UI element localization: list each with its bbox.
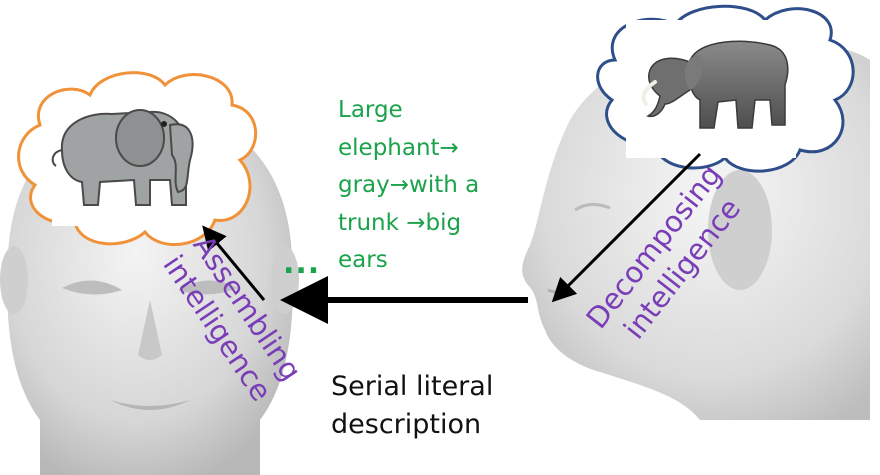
attribute-line: elephant→: [338, 134, 459, 161]
assembling-arrow: [202, 225, 266, 301]
attribute-line: gray→with a: [338, 172, 480, 198]
real-elephant-icon: [641, 40, 789, 129]
decomposing-arrow: [551, 152, 702, 303]
serial-description-caption: Serial literal description: [331, 368, 493, 444]
caption-line: description: [331, 409, 482, 440]
ellipsis-dots: ...: [283, 246, 321, 281]
serial-attribute-list: Large elephant→ gray→with a trunk →big e…: [338, 92, 518, 280]
flow-arrows: [202, 152, 702, 324]
attribute-line: ears: [338, 247, 388, 273]
cartoon-elephant-icon: [51, 109, 194, 206]
attribute-line: Large: [338, 97, 403, 123]
attribute-line: trunk →big: [338, 209, 462, 236]
caption-line: Serial literal: [331, 371, 494, 402]
